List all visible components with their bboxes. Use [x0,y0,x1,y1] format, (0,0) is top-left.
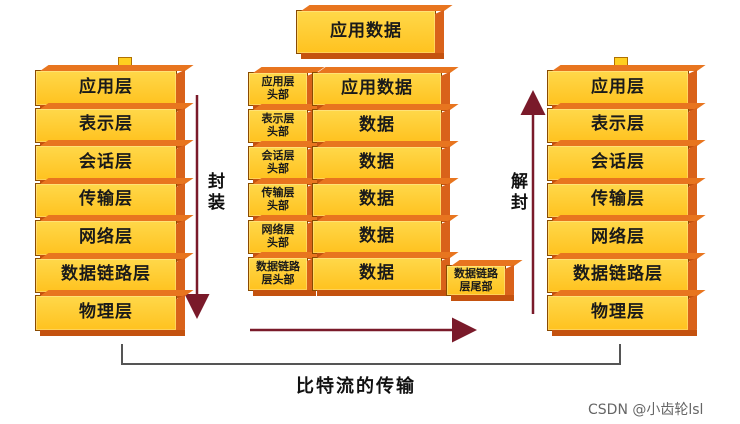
top-app-data-block-label: 应用数据 [330,21,402,42]
receiver-layer: 应用层 [547,65,706,111]
sender-layer: 会话层 [35,140,194,186]
payload-block-label: 数据 [359,263,395,284]
payload-block-label: 数据 [359,226,395,247]
payload-block: 数据 [312,104,459,148]
decapsulate-label: 解封 [507,172,527,214]
bitstream-label: 比特流的传输 [296,376,416,397]
layer-header: 传输层 头部 [248,178,325,222]
receiver-layer-label: 应用层 [591,76,645,97]
top-app-data-block: 应用数据 [296,5,453,59]
sender-layer-label: 会话层 [79,151,133,172]
sender-layer-label: 物理层 [79,301,133,322]
layer-header-label: 表示层 头部 [261,112,295,138]
receiver-layer: 会话层 [547,140,706,186]
encapsulate-label: 封装 [204,172,224,214]
payload-block: 数据 [312,252,459,296]
sender-layer-label: 网络层 [79,226,133,247]
payload-block-label: 数据 [359,152,395,173]
sender-layer-label: 传输层 [79,189,133,210]
sender-layer-label: 应用层 [79,76,133,97]
datalink-trailer: 数据链路 层尾部 [446,260,523,301]
receiver-layer: 数据链路层 [547,252,706,298]
layer-header-label: 网络层 头部 [261,223,295,249]
watermark: CSDN @小齿轮lsl [588,402,704,418]
layer-header: 应用层 头部 [248,67,325,111]
receiver-layer-label: 传输层 [591,189,645,210]
payload-block: 数据 [312,178,459,222]
sender-layer: 表示层 [35,102,194,148]
layer-header-label: 数据链路 层头部 [256,260,300,286]
payload-block-label: 数据 [359,115,395,136]
sender-layer: 网络层 [35,215,194,261]
layer-header-label: 应用层 头部 [261,75,295,101]
receiver-layer-label: 数据链路层 [573,264,663,285]
payload-block-label: 应用数据 [341,78,413,99]
sender-layer: 物理层 [35,290,194,336]
receiver-layer-label: 物理层 [591,301,645,322]
layer-header-label: 传输层 头部 [261,186,295,212]
layer-header: 网络层 头部 [248,215,325,259]
layer-header-label: 会话层 头部 [261,149,295,175]
layer-header: 数据链路 层头部 [248,252,325,296]
payload-block: 数据 [312,141,459,185]
sender-layer: 数据链路层 [35,252,194,298]
receiver-layer: 网络层 [547,215,706,261]
receiver-layer: 物理层 [547,290,706,336]
layer-header: 表示层 头部 [248,104,325,148]
sender-layer-label: 表示层 [79,114,133,135]
receiver-layer-label: 表示层 [591,114,645,135]
payload-block: 数据 [312,215,459,259]
receiver-layer: 传输层 [547,177,706,223]
sender-layer: 传输层 [35,177,194,223]
receiver-layer-label: 会话层 [591,151,645,172]
receiver-layer: 表示层 [547,102,706,148]
payload-block: 应用数据 [312,67,459,111]
bitstream-line [121,344,621,365]
receiver-layer-label: 网络层 [591,226,645,247]
layer-header: 会话层 头部 [248,141,325,185]
sender-layer: 应用层 [35,65,194,111]
sender-layer-label: 数据链路层 [61,264,151,285]
payload-block-label: 数据 [359,189,395,210]
datalink-trailer-label: 数据链路 层尾部 [454,266,498,293]
